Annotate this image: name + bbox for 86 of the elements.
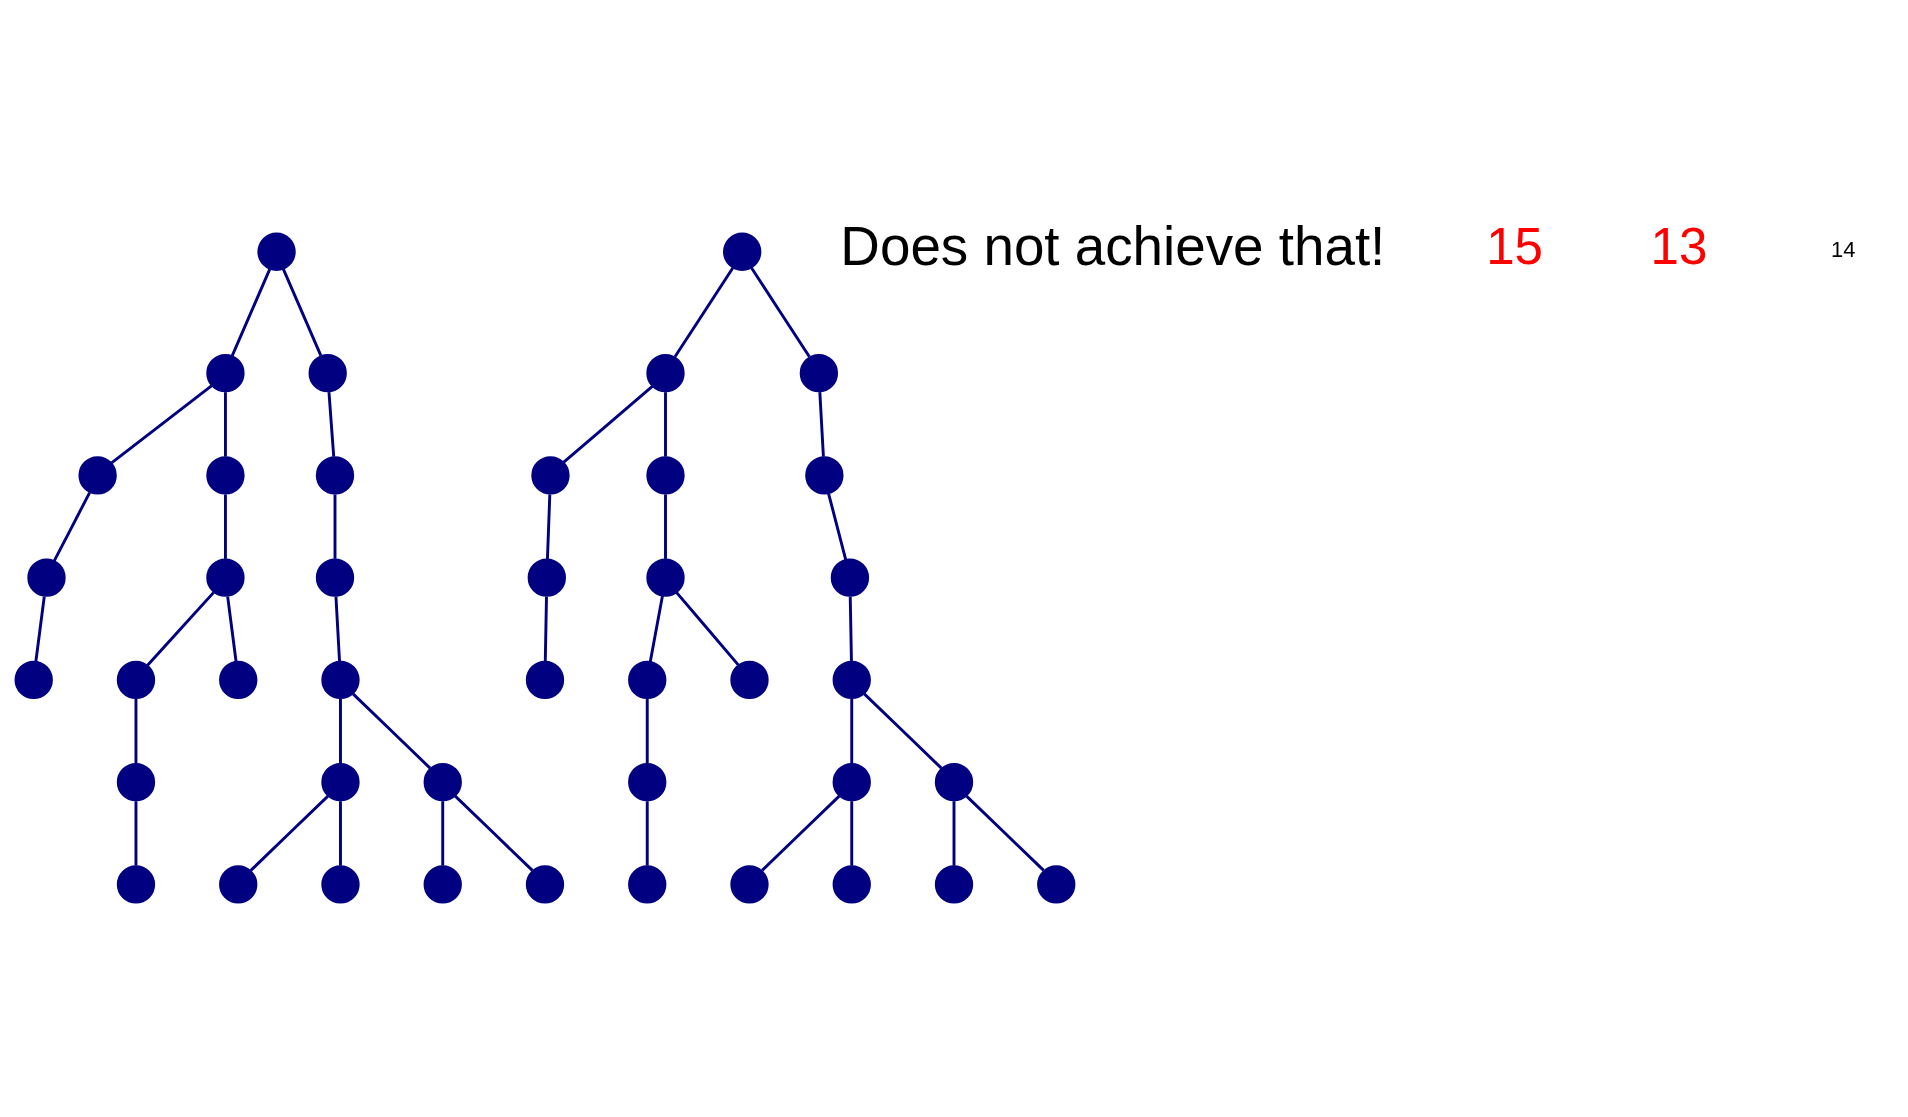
connector: [230, 268, 272, 357]
node-circle: [525, 660, 565, 700]
node-circle: [116, 660, 156, 700]
label: 14: [1831, 237, 1856, 263]
node-circle: [628, 660, 667, 700]
connector: [543, 596, 548, 662]
label: 15: [1486, 218, 1543, 276]
node-circle: [321, 763, 360, 802]
node-circle: [321, 660, 360, 700]
node-circle: [308, 354, 347, 393]
node-circle: [527, 558, 566, 597]
node-circle: [832, 660, 871, 700]
node-circle: [116, 865, 156, 904]
connector: [327, 392, 336, 457]
connector: [249, 795, 329, 872]
node-circle: [525, 865, 565, 904]
node-circle: [934, 763, 974, 802]
connector: [134, 698, 138, 764]
connector: [134, 801, 138, 866]
connector: [334, 596, 341, 662]
node-circle: [646, 456, 685, 495]
connector: [34, 596, 46, 662]
node-circle: [116, 763, 156, 802]
connector: [52, 492, 91, 562]
connector: [281, 268, 323, 357]
connector: [645, 801, 649, 866]
node-circle: [206, 456, 245, 495]
node-circle: [315, 558, 355, 597]
node-circle: [423, 763, 462, 802]
connector: [965, 795, 1045, 872]
connector: [339, 698, 342, 764]
connector: [454, 795, 534, 872]
node-circle: [646, 354, 685, 393]
node-circle: [934, 865, 974, 904]
node-circle: [531, 456, 570, 495]
connector: [545, 494, 552, 559]
node-circle: [805, 456, 844, 495]
connector: [224, 494, 227, 559]
node-circle: [206, 354, 245, 393]
connector: [664, 494, 667, 559]
node-circle: [832, 763, 871, 802]
node-circle: [78, 456, 117, 495]
node-circle: [799, 354, 839, 393]
connector: [562, 385, 654, 464]
connector: [110, 384, 213, 464]
connector: [441, 801, 445, 866]
node-circle: [832, 865, 871, 904]
node-circle: [730, 865, 769, 904]
node-circle: [730, 660, 769, 700]
connector: [333, 494, 337, 559]
connector: [339, 801, 342, 866]
node-circle: [315, 456, 355, 495]
label: 13: [1650, 218, 1708, 276]
node-circle: [219, 660, 258, 700]
node-circle: [628, 865, 667, 904]
connector: [850, 801, 854, 866]
connector: [863, 692, 943, 770]
node-circle: [723, 232, 762, 271]
node-circle: [206, 558, 245, 597]
connector: [952, 801, 956, 866]
node-circle: [14, 660, 53, 700]
connector: [352, 692, 432, 770]
connector: [673, 267, 734, 358]
node-circle: [646, 558, 685, 597]
label: Does not achieve that!: [840, 215, 1386, 278]
node-circle: [257, 232, 296, 271]
node-circle: [219, 865, 258, 904]
connector: [146, 591, 215, 667]
node-circle: [830, 558, 870, 597]
node-circle: [321, 865, 360, 904]
connector: [827, 493, 848, 561]
connector: [226, 596, 238, 662]
connector: [818, 392, 825, 457]
node-circle: [628, 763, 667, 802]
connector: [675, 591, 740, 666]
connector: [848, 596, 853, 662]
node-circle: [423, 865, 462, 904]
connector: [645, 698, 649, 764]
connector: [224, 392, 227, 457]
node-circle: [27, 558, 66, 597]
node-circle: [1037, 865, 1076, 904]
connector: [850, 698, 854, 764]
connector: [761, 795, 841, 872]
connector: [648, 595, 664, 662]
connector: [750, 267, 811, 358]
connector: [664, 392, 667, 457]
